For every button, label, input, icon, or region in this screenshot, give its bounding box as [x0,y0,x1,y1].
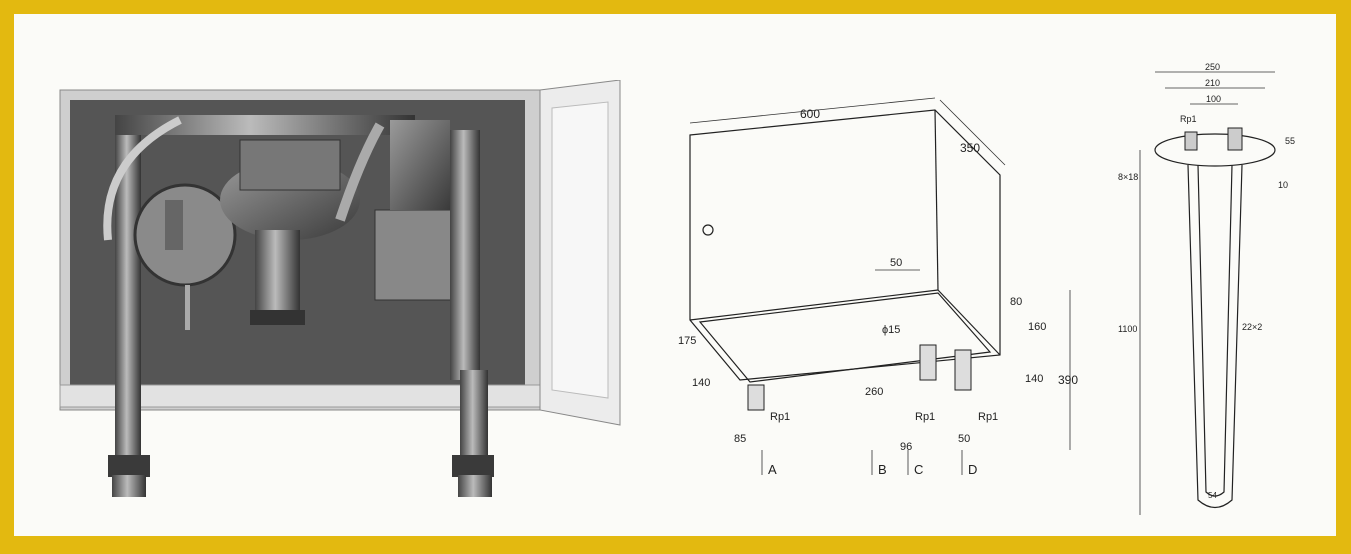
dim-96: 96 [900,441,912,453]
dim-100: 100 [1206,94,1221,104]
dim-260: 260 [865,386,883,398]
dim-140-left: 140 [692,377,710,389]
lock-icon [702,224,714,236]
cabinet-photo [59,80,621,497]
dim-54: 54 [1208,491,1217,500]
rp1-c-label: Rp1 [978,411,998,423]
rp1-probe-label: Rp1 [1180,114,1197,124]
dim-22x2: 22×2 [1242,322,1262,332]
dim-1100: 1100 [1118,324,1137,334]
port-c: C [914,462,923,477]
dim-175: 175 [678,335,696,347]
dim-80: 80 [1010,296,1022,308]
dim-55: 55 [1285,136,1295,146]
dim-250: 250 [1205,62,1220,72]
rp1-a-label: Rp1 [770,411,790,423]
dim-8x18: 8×18 [1118,172,1138,182]
port-b: B [878,462,887,477]
port-d: D [968,462,977,477]
dim-210: 210 [1205,78,1220,88]
probe-dimension-drawing: 250 210 100 Rp1 55 8×18 10 1100 22×2 54 [1118,62,1295,515]
dim-160: 160 [1028,321,1046,333]
dim-phi15: ϕ15 [882,324,900,336]
dim-600: 600 [800,107,820,121]
dim-390: 390 [1058,373,1078,387]
box-dimension-drawing: 600 350 390 50 80 160 140 175 140 260 ϕ1… [678,97,1078,477]
dim-350: 350 [960,141,980,155]
dim-140-right: 140 [1025,373,1043,385]
port-a: A [768,462,777,477]
dim-10: 10 [1278,180,1288,190]
rp1-b-label: Rp1 [915,411,935,423]
dim-85: 85 [734,433,746,445]
dim-50-bottom: 50 [958,433,970,445]
dim-50-top: 50 [890,257,902,269]
